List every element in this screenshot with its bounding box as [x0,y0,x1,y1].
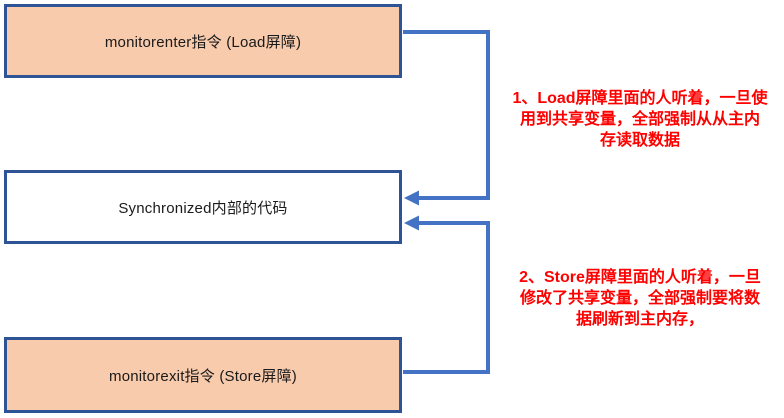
node-monitorexit-label: monitorexit指令 (Store屏障) [109,367,297,385]
load-connector-arrowhead-icon [404,190,419,206]
store-connector-line [403,221,490,374]
node-synchronized-code-label: Synchronized内部的代码 [118,199,288,217]
node-synchronized-code: Synchronized内部的代码 [4,170,402,244]
store-connector-arrowhead-icon [404,215,419,231]
load-connector-line [403,30,490,200]
node-monitorexit: monitorexit指令 (Store屏障) [4,337,402,413]
node-monitorenter-label: monitorenter指令 (Load屏障) [104,33,302,51]
note-store-barrier: 2、Store屏障里面的人听着，一旦 修改了共享变量，全部强制要将数 据刷新到主… [519,269,761,328]
note-load-barrier: 1、Load屏障里面的人听着，一旦使 用到共享变量，全部强制从从主内 存读取数据 [512,90,768,149]
node-monitorenter: monitorenter指令 (Load屏障) [4,4,402,78]
